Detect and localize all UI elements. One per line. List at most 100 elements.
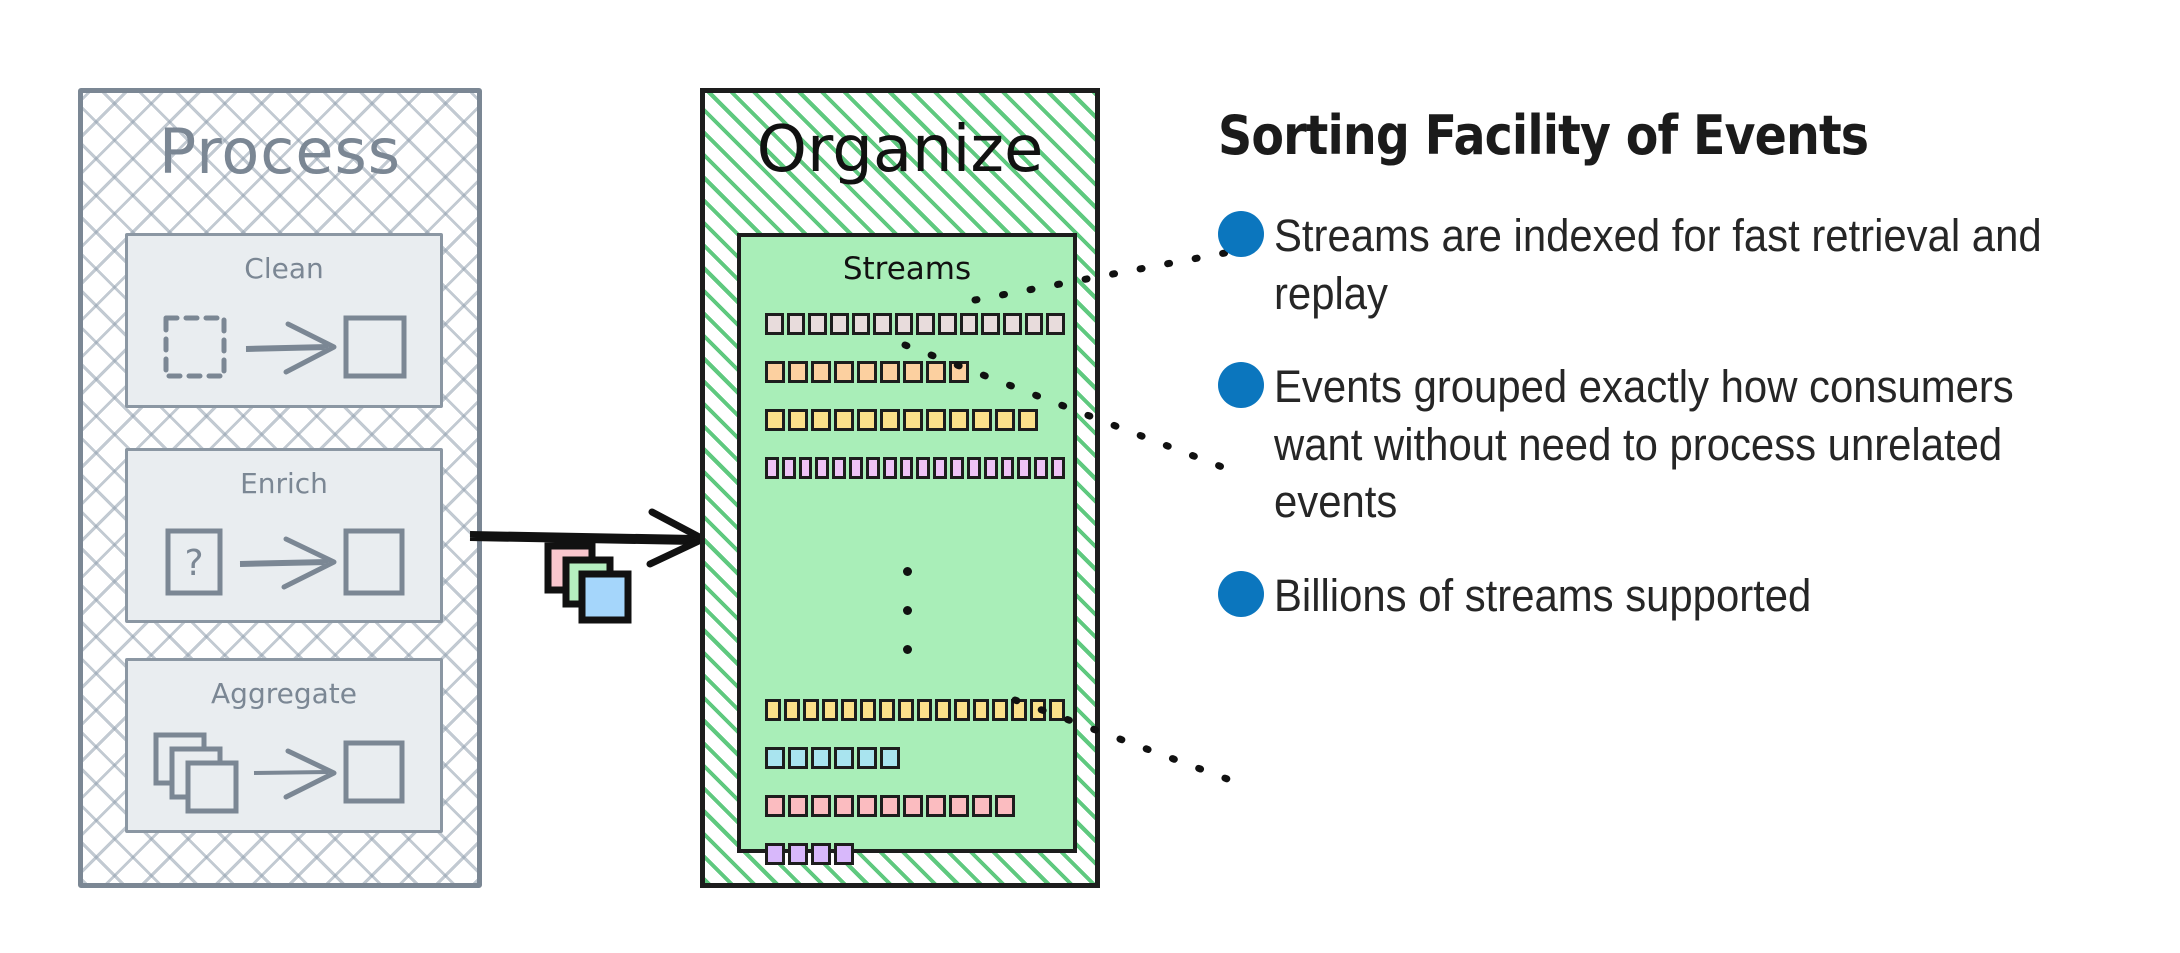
- stream-event-block: [897, 699, 914, 721]
- stream-event-block: [788, 795, 808, 817]
- stream-event-block: [834, 361, 854, 383]
- blue-circle-bullet-icon: [1218, 570, 1264, 617]
- stream-event-block: [1034, 457, 1049, 479]
- stream-row: [765, 313, 1065, 335]
- stream-event-block: [765, 409, 785, 431]
- stream-event-block: [765, 313, 784, 335]
- bullet-text-3: Billions of streams supported: [1274, 569, 1812, 621]
- bullet-item-3: Billions of streams supported: [1218, 567, 2148, 625]
- stream-event-block: [802, 699, 819, 721]
- stream-event-block: [935, 699, 952, 721]
- stream-event-block: [1011, 699, 1028, 721]
- stream-event-block: [916, 313, 936, 335]
- stream-event-block: [849, 457, 863, 479]
- stream-event-block: [903, 795, 923, 817]
- bullet-text-1: Streams are indexed for fast retrieval a…: [1274, 210, 2042, 319]
- stream-row-spacer: [765, 865, 1065, 891]
- stream-event-block: [949, 795, 969, 817]
- stream-row-spacer: [765, 383, 1065, 409]
- process-step-enrich[interactable]: Enrich ?: [125, 448, 443, 623]
- stream-row: [765, 843, 1065, 865]
- bullet-text-2: Events grouped exactly how consumers wan…: [1274, 361, 2014, 528]
- stream-event-block: [798, 457, 813, 479]
- stream-event-block: [916, 699, 933, 721]
- stream-event-block: [926, 361, 946, 383]
- stream-event-block: [972, 795, 992, 817]
- stream-row-spacer: [765, 431, 1065, 457]
- stream-event-block: [926, 409, 946, 431]
- bullet-item-1: Streams are indexed for fast retrieval a…: [1218, 207, 2148, 322]
- stream-event-block: [840, 699, 857, 721]
- stream-event-block: [1018, 409, 1038, 431]
- question-square-to-square-icon: ?: [128, 513, 440, 613]
- stream-event-block: [834, 747, 854, 769]
- stream-event-block: [880, 361, 900, 383]
- stream-event-block: [903, 409, 923, 431]
- stream-event-block: [1049, 699, 1065, 721]
- stream-event-block: [873, 313, 892, 335]
- stream-event-block: [765, 361, 785, 383]
- stream-event-block: [811, 409, 831, 431]
- stream-event-block: [765, 457, 779, 479]
- stream-event-block: [949, 361, 969, 383]
- process-step-aggregate-label: Aggregate: [211, 677, 357, 710]
- stream-event-block: [788, 361, 808, 383]
- stream-row: [765, 409, 1065, 431]
- stream-event-block: [788, 747, 808, 769]
- stream-event-block: [821, 699, 838, 721]
- stream-event-block: [878, 699, 895, 721]
- stream-event-block: [1024, 313, 1044, 335]
- stream-row-spacer: [765, 769, 1065, 795]
- stream-event-block: [926, 795, 946, 817]
- stream-event-block: [954, 699, 971, 721]
- stream-row: [765, 795, 1065, 817]
- stream-event-block: [903, 361, 923, 383]
- stream-event-block: [857, 747, 877, 769]
- stream-event-block: [808, 313, 827, 335]
- stream-row-spacer: [765, 817, 1065, 843]
- process-step-clean[interactable]: Clean: [125, 233, 443, 408]
- stream-event-block: [933, 457, 948, 479]
- description-panel: Sorting Facility of Events Streams are i…: [1218, 104, 2148, 661]
- process-step-aggregate[interactable]: Aggregate: [125, 658, 443, 833]
- stream-event-block: [857, 361, 877, 383]
- stream-event-block: [829, 313, 849, 335]
- stream-row: [765, 457, 1065, 479]
- stream-event-block: [983, 457, 998, 479]
- vertical-ellipsis-icon: [741, 567, 1073, 654]
- stream-event-block: [815, 457, 830, 479]
- stream-row-spacer: [765, 335, 1065, 361]
- stream-event-block: [851, 313, 871, 335]
- stream-event-block: [857, 795, 877, 817]
- stream-event-block: [992, 699, 1009, 721]
- stream-event-block: [788, 843, 808, 865]
- organize-panel-title: Organize: [756, 113, 1044, 187]
- stream-event-block: [834, 843, 854, 865]
- stream-event-block: [859, 699, 876, 721]
- stream-event-block: [880, 747, 900, 769]
- stream-event-block: [865, 457, 880, 479]
- stream-event-block: [950, 457, 964, 479]
- bullet-item-2: Events grouped exactly how consumers wan…: [1218, 358, 2148, 531]
- blue-circle-bullet-icon: [1218, 362, 1264, 409]
- stream-event-block: [811, 747, 831, 769]
- blue-circle-bullet-icon: [1218, 211, 1264, 257]
- stream-event-block: [894, 313, 914, 335]
- stream-event-block: [781, 457, 796, 479]
- stream-event-block: [1046, 313, 1065, 335]
- stream-event-block: [1051, 457, 1065, 479]
- stream-event-block: [811, 795, 831, 817]
- stream-event-block: [765, 747, 785, 769]
- stream-event-block: [788, 409, 808, 431]
- stream-event-block: [995, 795, 1015, 817]
- stream-event-block: [938, 313, 957, 335]
- stream-event-block: [973, 699, 990, 721]
- streams-title: Streams: [842, 251, 972, 287]
- stream-event-block: [811, 843, 831, 865]
- svg-text:?: ?: [184, 543, 203, 584]
- stream-event-block: [1003, 313, 1022, 335]
- page-title: Sorting Facility of Events: [1218, 104, 1869, 167]
- stream-event-block: [834, 409, 854, 431]
- stream-event-block: [899, 457, 914, 479]
- process-panel-title: Process: [158, 115, 402, 188]
